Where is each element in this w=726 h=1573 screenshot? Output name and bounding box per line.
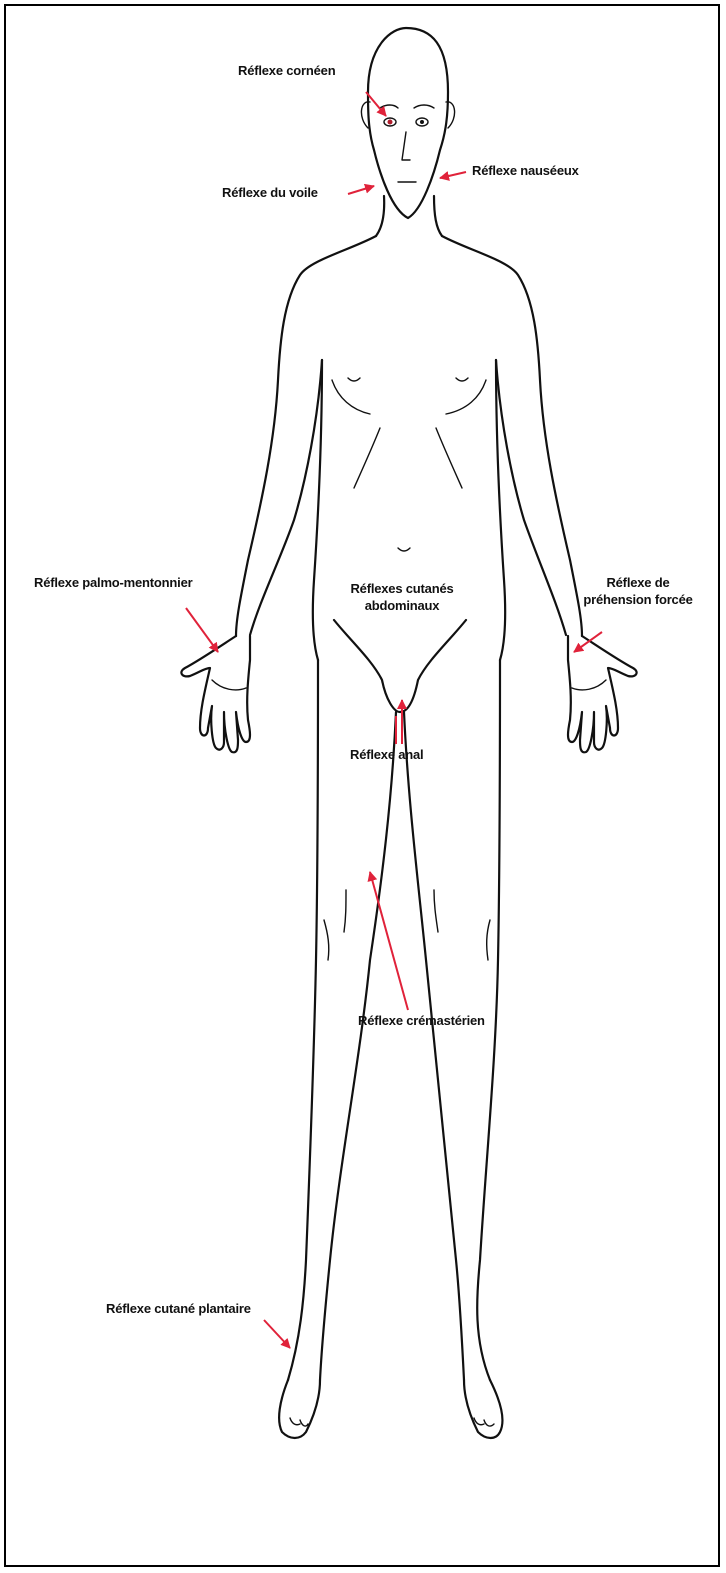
chest-line-right	[446, 380, 486, 414]
neck-left	[376, 196, 384, 236]
left-pupil	[388, 120, 393, 125]
arrow-plantaire	[264, 1320, 290, 1348]
right-shoulder-arm-outer	[442, 236, 582, 636]
ribcage-right	[436, 428, 462, 488]
label-prehension-line1: Réflexe de	[562, 574, 714, 591]
arrow-nauseeux	[440, 172, 466, 178]
left-toes	[290, 1418, 308, 1426]
right-leg-inner	[404, 712, 464, 1380]
neck-right	[434, 196, 442, 236]
right-eyebrow	[414, 105, 434, 108]
chest-line-left	[332, 380, 370, 414]
arrow-palmo	[186, 608, 218, 652]
label-reflexe-nauseeux: Réflexe nauséeux	[472, 162, 579, 179]
ribcage-left	[354, 428, 380, 488]
label-abdominaux-line2: abdominaux	[332, 597, 472, 614]
left-leg-outer	[288, 660, 318, 1380]
left-shoulder-arm-outer	[236, 236, 376, 636]
chest-left-nipple	[348, 378, 360, 381]
right-knee-mark-inner	[487, 920, 490, 960]
groin-line	[334, 620, 466, 712]
right-hand	[568, 636, 637, 752]
left-eyebrow	[380, 105, 398, 108]
label-abdominaux-line1: Réflexes cutanés	[332, 580, 472, 597]
left-knee-mark-inner	[344, 890, 346, 932]
label-reflexe-prehension: Réflexe de préhension forcée	[562, 574, 714, 608]
right-toes	[474, 1418, 494, 1426]
label-reflexe-voile: Réflexe du voile	[222, 184, 318, 201]
arrow-cremasterien	[370, 872, 408, 1010]
label-reflexe-palmo-mentonnier: Réflexe palmo-mentonnier	[34, 574, 192, 591]
right-foot	[464, 1380, 502, 1438]
left-palm-crease	[212, 680, 246, 690]
right-pupil	[420, 120, 424, 124]
chest-right-nipple	[456, 378, 468, 381]
right-knee-mark	[434, 890, 438, 932]
left-leg-inner	[320, 712, 396, 1380]
nose	[402, 132, 410, 160]
label-reflexe-cremasterien: Réflexe crémastérien	[358, 1012, 485, 1029]
label-reflexe-corneen: Réflexe cornéen	[238, 62, 335, 79]
left-knee-mark	[324, 920, 329, 960]
label-reflexe-cutane-plantaire: Réflexe cutané plantaire	[106, 1300, 251, 1317]
right-palm-crease	[572, 680, 606, 690]
label-reflexe-anal: Réflexe anal	[350, 746, 423, 763]
left-foot	[279, 1380, 320, 1438]
arrow-prehension	[574, 632, 602, 652]
left-hand	[181, 636, 250, 752]
arrow-voile	[348, 186, 374, 194]
label-prehension-line2: préhension forcée	[562, 591, 714, 608]
navel	[398, 548, 410, 551]
label-reflexes-abdominaux: Réflexes cutanés abdominaux	[332, 580, 472, 614]
head-outline	[368, 28, 448, 218]
